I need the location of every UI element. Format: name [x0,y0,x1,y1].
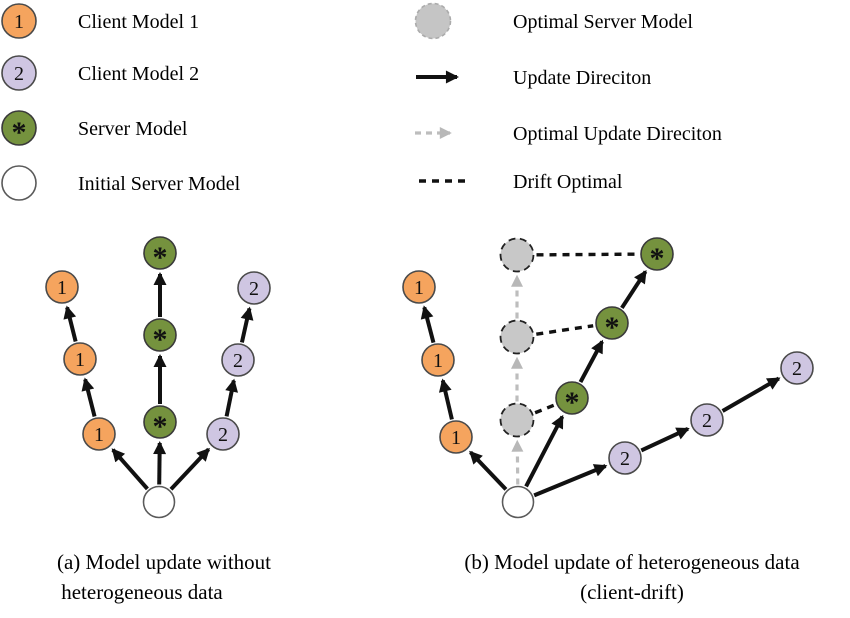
caption-b: (b) Model update of heterogeneous data (… [412,547,850,607]
caption-a-line1: (a) Model update without [56,550,272,574]
node-label: * [12,116,27,149]
legend-label: Optimal Update Direciton [513,123,722,145]
legend-label: Drift Optimal [513,171,623,193]
optimal-node [499,237,535,273]
drift-edge [536,252,639,257]
update-edge [640,427,690,453]
legend-label: Optimal Server Model [513,11,693,33]
client1-node [402,270,436,304]
client1-node [1,3,37,39]
client1-node [439,420,473,454]
update-edge [620,269,648,310]
client1-node [82,417,116,451]
update-edge [153,441,167,485]
node-label: 2 [792,358,802,380]
optimal-node [499,319,535,355]
node-label: 1 [433,350,443,372]
node-label: 1 [451,427,461,449]
diagram-a: 1 1 1 * * * 2 2 2 [45,236,271,519]
client2-node [221,343,255,377]
server-node [640,237,674,271]
client2-node [1,55,37,91]
node-label: * [153,323,168,356]
client1-node [45,270,79,304]
node-label: * [153,410,168,443]
caption-a: (a) Model update without heterogeneous d… [4,547,324,607]
initial-node [142,485,176,519]
node-label: 2 [218,424,228,446]
node-label: 2 [14,63,24,85]
node-label: * [153,241,168,274]
optimal_legend-node [414,2,452,40]
initial-node [1,165,37,201]
server-node [595,306,629,340]
update-edge [469,450,508,491]
node-label: 1 [94,424,104,446]
update-edge [111,448,149,491]
client1-node [421,343,455,377]
client2-node [237,271,271,305]
server-node [555,381,589,415]
node-label: 1 [14,11,24,33]
server-node [143,236,177,270]
node-label: 2 [249,278,259,300]
legend-left: 1 Client Model 1 2 Client Model 2 * Server Mo… [1,3,241,201]
node-label: 2 [620,448,630,470]
client2-node [780,351,814,385]
update-edge [438,378,454,420]
caption-b-line2: (client-drift) [580,580,684,604]
diagram-b: 1 1 1 * * * 2 2 2 [402,237,814,519]
update-edge [81,377,97,418]
server-node [143,405,177,439]
optimal-edge [511,439,524,485]
legend-label: Server Model [78,118,188,140]
node-label: * [605,311,620,344]
update-edge [524,414,565,488]
update-edge [224,378,239,417]
legend-label: Update Direciton [513,67,651,89]
update-edge [721,376,781,413]
drift-edge [534,403,555,415]
optimal-node [499,402,535,438]
update-edge [63,305,78,343]
client2-node [690,403,724,437]
node-label: 1 [57,277,67,299]
node-label: * [650,242,665,275]
update-edge [578,339,604,384]
initial-node [501,485,535,519]
update-edge [239,306,254,343]
server-node [1,110,37,146]
node-label: * [565,386,580,419]
caption-a-line2: heterogeneous data [61,580,223,604]
caption-b-line1: (b) Model update of heterogeneous data [464,550,800,574]
update-edge [420,305,436,344]
node-label: 2 [702,410,712,432]
node-label: 2 [233,350,243,372]
node-label: 1 [75,349,85,371]
client2-node [608,441,642,475]
legend-label: Client Model 2 [78,63,199,85]
update-edge [533,464,608,498]
drift-edge [536,324,594,336]
node-label: 1 [414,277,424,299]
update-edge [169,447,211,491]
legend-label: Client Model 1 [78,11,199,33]
legend-label: Initial Server Model [78,173,241,195]
server-node [143,318,177,352]
client1-node [63,342,97,376]
client2-node [206,417,240,451]
